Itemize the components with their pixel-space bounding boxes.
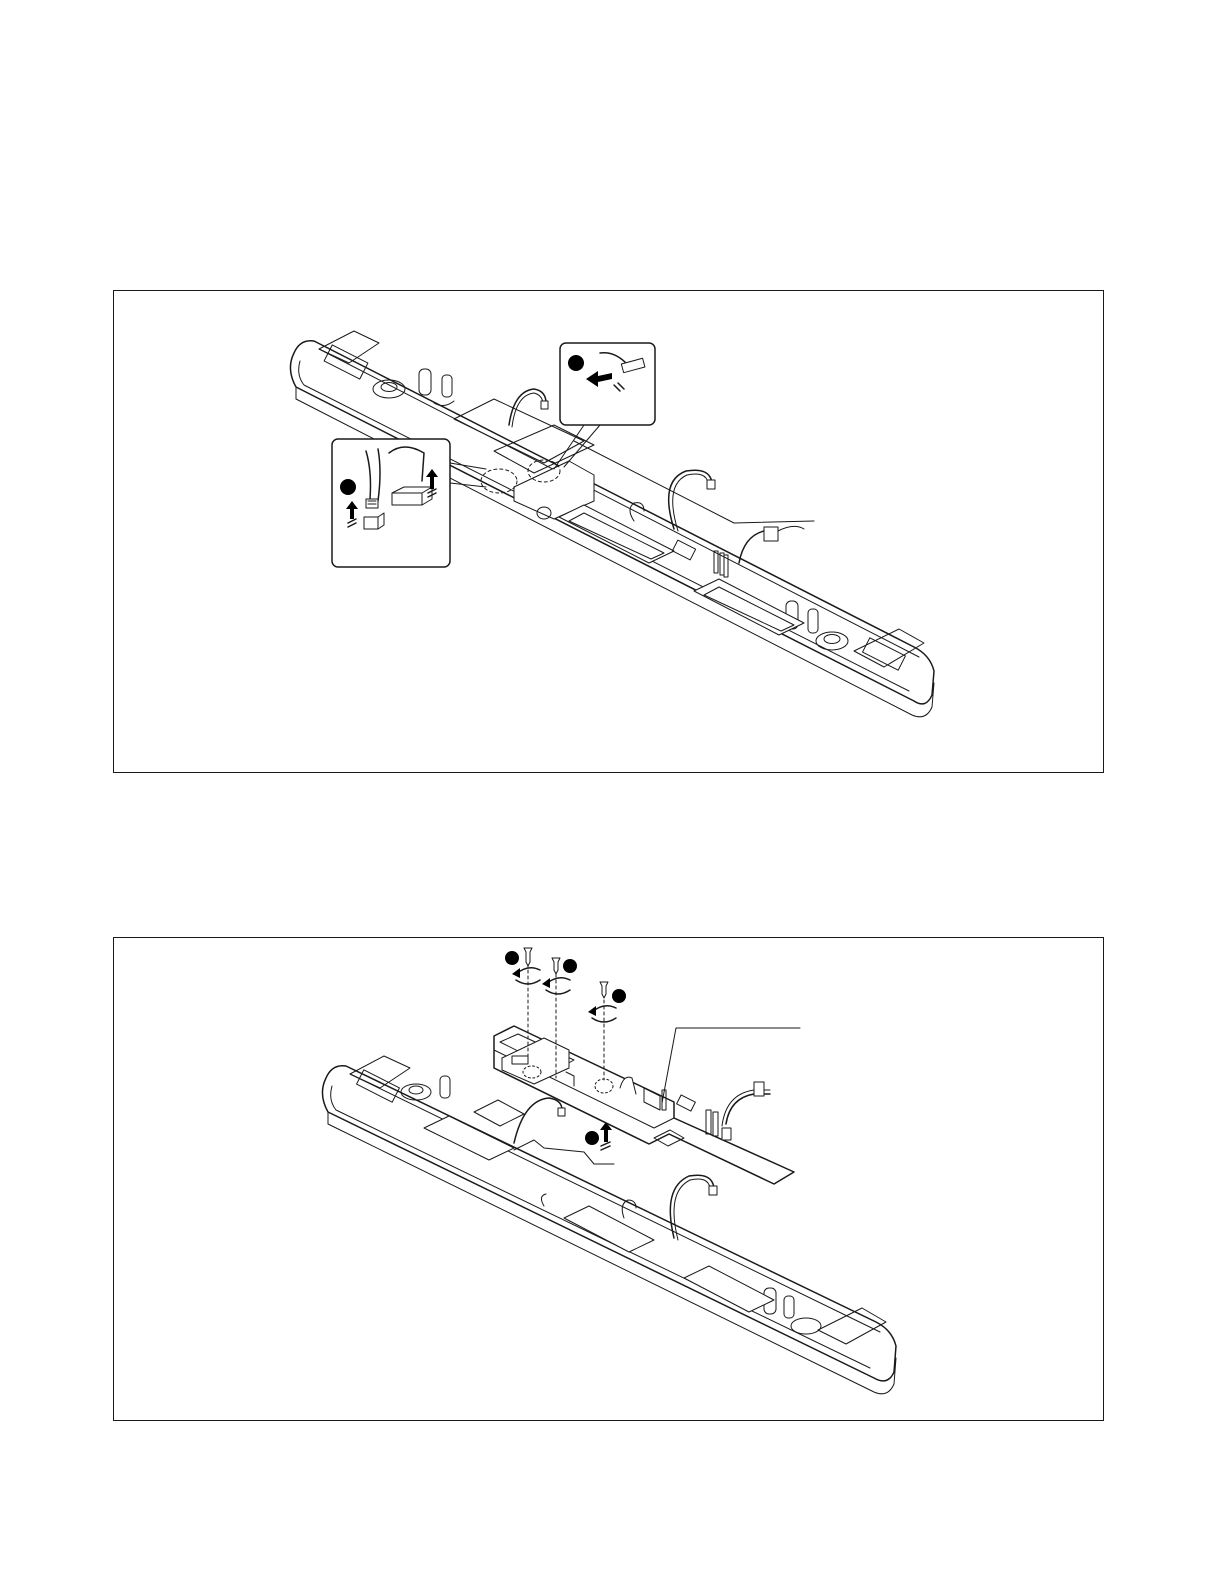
step-marker-screw [563, 959, 577, 973]
figure-2-frame [113, 937, 1104, 1421]
figure-1-frame [113, 290, 1104, 773]
step-marker-screw [612, 989, 626, 1003]
step-marker-1 [340, 479, 356, 495]
figure-1-illustration [114, 291, 1105, 774]
figure-2-illustration [114, 938, 1105, 1422]
step-marker-lift [585, 1131, 599, 1145]
step-marker-2 [568, 355, 584, 371]
step-marker-screw [505, 951, 519, 965]
ffc-callout [554, 343, 655, 469]
